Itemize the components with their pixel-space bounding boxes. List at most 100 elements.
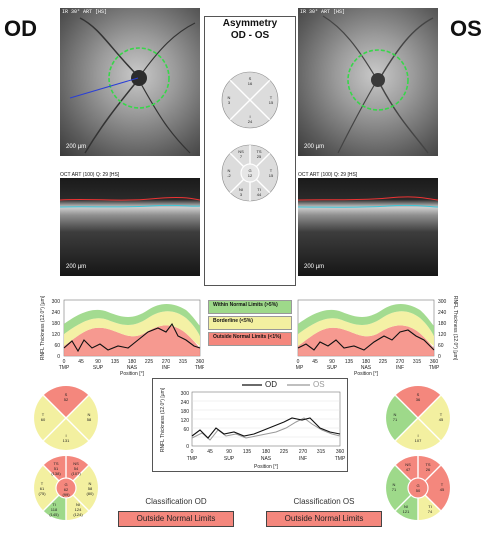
od-xtick-0: 0 (63, 359, 66, 365)
od-d-ti-value: 118 (51, 507, 58, 512)
legend-within-normal: Within Normal Limits (>5%) (208, 300, 292, 314)
cmp-ytick-300: 300 (181, 391, 190, 397)
od-oct-bscan[interactable]: 200 µm (60, 178, 200, 276)
asym-t2-label: T (270, 168, 273, 173)
asym-t2-value: 15 (269, 173, 274, 178)
od-d-t-value: 61 (40, 486, 45, 491)
classification-os-value: Outside Normal Limits (266, 511, 382, 527)
od-rnfl-plot[interactable]: 300 240 180 120 60 0 0 45 90 135 180 225… (38, 296, 204, 376)
os-oct-bscan[interactable]: 200 µm (298, 178, 438, 276)
os-region-tmp2: TMP (429, 365, 440, 371)
os-g-s-value: 36 (416, 397, 421, 402)
os-detail-sector-chart[interactable]: NS 47 TS 26 N 71 G 50 T 45 NI 121 TI 74 (386, 456, 450, 520)
cmp-region-tmp2: TMP (335, 456, 346, 462)
od-d-ns-label: NS (73, 461, 79, 466)
od-ylabel: RNFL Thickness (12.0°) [µm] (40, 296, 46, 360)
asym-g-label: G (248, 168, 251, 173)
cmp-region-sup: SUP (224, 456, 235, 462)
os-ytick-60: 60 (438, 343, 444, 349)
legend-borderline: Borderline (<5%) (208, 316, 292, 330)
od-d-ni-label: NI (76, 502, 80, 507)
od-fundus-overlay (69, 17, 196, 154)
os-g-t-value: 45 (439, 417, 444, 422)
os-oct-header: OCT ART (100) Q: 29 [HS] (298, 172, 358, 178)
od-d-g-ref: (99) (62, 492, 70, 497)
cmp-xtick-225: 225 (280, 449, 289, 455)
od-g-n-label: N (88, 412, 91, 417)
od-eye-label: OD (4, 16, 37, 41)
comparison-plot-frame (152, 378, 348, 472)
classification-os-label: Classification OS (293, 497, 355, 506)
os-oct-scale: 200 µm (304, 264, 325, 270)
compare-od-label: OD (265, 380, 277, 389)
od-ytick-180: 180 (52, 321, 61, 327)
asym-ts-value: 25 (257, 154, 262, 159)
asym-g-value: 12 (248, 173, 253, 178)
asym-ni-value: 3 (240, 192, 243, 197)
os-xtick-45: 45 (312, 359, 318, 365)
os-d-ns-value: 47 (406, 467, 411, 472)
asym-s-label: S (249, 76, 252, 81)
asymmetry-title-line1: Asymmetry (222, 18, 278, 29)
asymmetry-title: Asymmetry OD - OS (204, 18, 296, 42)
asym-ti-value: 44 (257, 192, 262, 197)
os-ytick-300: 300 (438, 299, 447, 305)
os-d-ni-label: NI (404, 504, 408, 509)
od-d-n-value: 58 (88, 486, 93, 491)
od-ytick-120: 120 (52, 332, 61, 338)
od-global-sector-chart[interactable]: S 52 T 60 N 58 I 131 (34, 386, 98, 450)
od-d-ts-label: TS (53, 461, 58, 466)
od-detail-sector-chart[interactable]: TS 51 (138) NS 54 (107) T 61 (75) G 62 (… (34, 456, 98, 520)
os-global-sector-chart[interactable]: S 36 N 71 T 45 I 107 (386, 386, 450, 450)
asym-t-value: 15 (269, 100, 274, 105)
os-region-sup: SUP (327, 365, 338, 371)
od-d-ns-value: 54 (74, 466, 79, 471)
od-ytick-0: 0 (57, 354, 60, 360)
os-g-i-value: 107 (415, 438, 422, 443)
od-oct-scale: 200 µm (66, 264, 87, 270)
asym-ns-value: 7 (240, 154, 243, 159)
od-ytick-60: 60 (54, 343, 60, 349)
legend-outside-normal: Outside Normal Limits (<1%) (208, 332, 292, 346)
od-d-ni-ref: (124) (73, 512, 83, 517)
os-oct-overlay (298, 196, 438, 208)
os-rnfl-plot[interactable]: 300 240 180 120 60 0 0 45 90 135 180 225… (296, 296, 462, 376)
asymmetry-title-line2: OD - OS (230, 30, 270, 41)
od-xtick-135: 135 (111, 359, 120, 365)
od-ytick-300: 300 (52, 299, 61, 305)
cmp-xtick-135: 135 (243, 449, 252, 455)
os-xtick-225: 225 (379, 359, 388, 365)
asym-ts-label: TS (256, 149, 261, 154)
os-fundus-overlay (322, 15, 434, 154)
od-g-i-label: I (65, 433, 66, 438)
asym-n-value: 3 (228, 100, 231, 105)
od-xlabel: Position [°] (120, 371, 145, 376)
od-d-g-label: G (64, 482, 67, 487)
od-oct-header: OCT ART (100) Q: 29 [HS] (60, 172, 120, 178)
asymmetry-sector-chart[interactable]: NS 7 TS 25 N -2 G 12 T 15 NI 3 TI 44 (220, 143, 280, 203)
os-d-ts-label: TS (425, 462, 430, 467)
asym-ns-label: NS (238, 149, 244, 154)
od-fundus-image[interactable]: IR 30° ART [HS] 200 µm (60, 8, 200, 156)
os-region-tmp1: TMP (296, 365, 304, 371)
os-ytick-240: 240 (438, 310, 447, 316)
os-d-ni-value: 121 (403, 509, 410, 514)
od-d-ts-value: 51 (54, 466, 59, 471)
od-region-inf: INF (162, 365, 170, 371)
od-d-ni-value: 124 (75, 507, 82, 512)
od-fundus-header: IR 30° ART [HS] (62, 9, 108, 15)
os-fundus-image[interactable]: IR 30° ART [HS] 200 µm (298, 8, 438, 156)
asymmetry-global-chart[interactable]: S 16 N 3 T 15 I 24 (220, 70, 280, 130)
od-d-ns-ref: (107) (71, 471, 81, 476)
od-g-i-value: 131 (63, 438, 70, 443)
classification-od-value: Outside Normal Limits (118, 511, 234, 527)
comparison-rnfl-plot[interactable]: OD OS 300 240 180 120 60 0 0 45 90 135 1… (152, 378, 348, 472)
os-eye-label: OS (450, 16, 482, 41)
asym-i-value: 24 (248, 119, 253, 124)
od-d-n-ref: (80) (86, 491, 94, 496)
od-g-t-label: T (42, 412, 45, 417)
od-d-ts-ref: (138) (51, 471, 61, 476)
os-d-g-value: 50 (416, 488, 421, 493)
os-xtick-315: 315 (413, 359, 422, 365)
od-xtick-270: 270 (162, 359, 171, 365)
